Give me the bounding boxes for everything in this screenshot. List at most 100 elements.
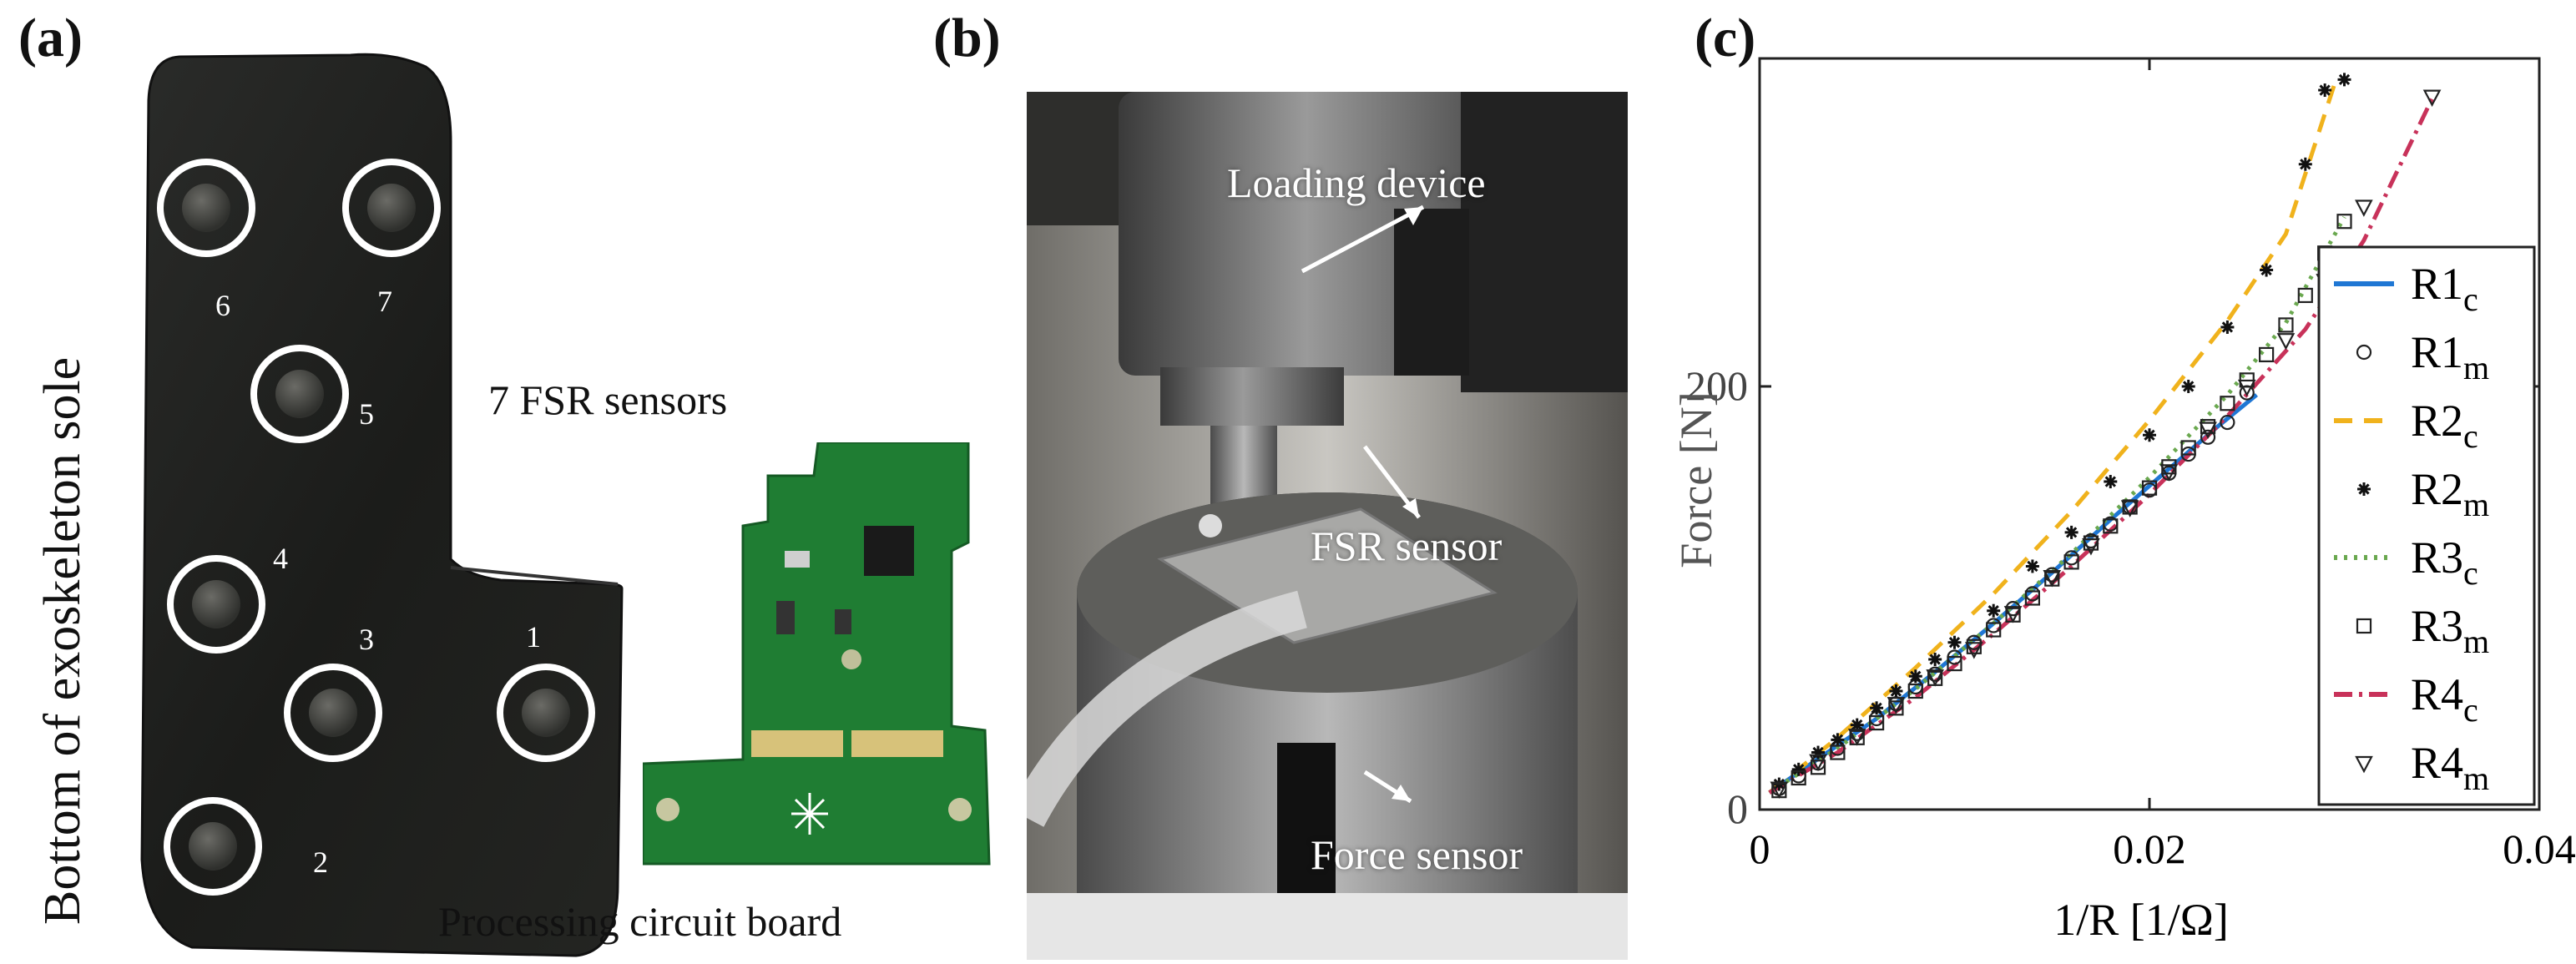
loading-device-annotation: Loading device xyxy=(1227,159,1486,206)
fsr-sensor-2 xyxy=(164,797,262,896)
fsr-sensor-7 xyxy=(342,159,441,257)
point-R3m-9 xyxy=(1947,655,1962,672)
point-R3m-26 xyxy=(2278,317,2294,333)
panel-b-label: (b) xyxy=(933,8,1001,68)
point-R4m-8 xyxy=(2082,538,2100,556)
legend-label-R4m: R4m xyxy=(2411,738,2489,797)
fsr-sensor-5 xyxy=(250,345,349,443)
series-line-R3c xyxy=(1768,215,2346,795)
fsr-sensor-1 xyxy=(497,664,595,762)
point-R1m-23 xyxy=(2220,414,2235,431)
point-R3m-27 xyxy=(2297,287,2313,304)
point-R4m-1 xyxy=(1809,754,1827,772)
sensor-number-3: 3 xyxy=(359,623,374,656)
point-R2m-6 xyxy=(1889,684,1903,699)
sensor-number-1: 1 xyxy=(526,620,541,654)
chart-legend xyxy=(2317,245,2536,806)
legend-label-R2c: R2c xyxy=(2411,396,2478,455)
point-R2m-11 xyxy=(2025,559,2039,573)
force-sensor-annotation: Force sensor xyxy=(1311,831,1523,878)
point-R2m-12 xyxy=(2064,525,2078,539)
point-R1m-22 xyxy=(2200,429,2216,445)
legend-marker-R3m xyxy=(2356,618,2372,634)
point-R4m-0 xyxy=(1770,781,1789,799)
point-R4m-5 xyxy=(1965,642,1983,659)
circuit-board-image xyxy=(643,442,991,866)
series-line-R2c xyxy=(1768,83,2337,795)
point-R3m-15 xyxy=(2063,554,2079,570)
y-axis-label: Force [N] xyxy=(1671,391,1721,568)
fsr-sensor-6 xyxy=(157,159,255,257)
point-R3m-6 xyxy=(1888,700,1904,716)
point-R3m-23 xyxy=(2220,396,2235,411)
point-R3m-10 xyxy=(1966,638,1982,654)
point-R2m-14 xyxy=(2143,428,2156,442)
legend-label-R2m: R2m xyxy=(2411,464,2489,523)
point-R3m-17 xyxy=(2103,518,2119,534)
fsr-sensors-caption: 7 FSR sensors xyxy=(488,376,728,423)
point-R4m-7 xyxy=(2043,570,2062,588)
x-tick-label-0: 0 xyxy=(1750,825,1770,872)
sensor-number-6: 6 xyxy=(215,289,230,322)
point-R3m-29 xyxy=(2336,214,2352,230)
legend-label-R1c: R1c xyxy=(2411,259,2478,318)
point-R2m-2 xyxy=(1811,745,1826,760)
point-R4m-2 xyxy=(1847,729,1866,746)
point-R3m-22 xyxy=(2200,419,2216,435)
point-R2m-17 xyxy=(2260,263,2274,277)
point-R3m-13 xyxy=(2024,590,2040,606)
legend-marker-R4m xyxy=(2355,755,2373,774)
point-R3m-25 xyxy=(2258,346,2275,363)
legend-marker-R2m xyxy=(2357,482,2371,496)
point-R4m-13 xyxy=(2276,333,2296,351)
point-R3m-11 xyxy=(1986,622,2002,638)
legend-marker-R1m xyxy=(2356,344,2372,361)
legend-label-R1m: R1m xyxy=(2411,327,2489,386)
test-rig-image xyxy=(1027,92,1628,960)
sole-side-label: Bottom of exoskeleton sole xyxy=(34,356,91,925)
point-R2m-1 xyxy=(1791,762,1806,776)
point-R2m-16 xyxy=(2220,320,2235,334)
point-R4m-12 xyxy=(2237,379,2256,397)
point-R3m-7 xyxy=(1907,683,1923,699)
point-R2m-9 xyxy=(1947,635,1962,649)
x-tick-label-2: 0.04 xyxy=(2503,825,2576,872)
point-R3m-3 xyxy=(1830,744,1846,760)
point-R4m-10 xyxy=(2159,464,2179,482)
point-R3m-19 xyxy=(2141,480,2158,496)
sensor-number-7: 7 xyxy=(377,285,392,318)
point-R2m-19 xyxy=(2318,83,2332,98)
fsr-sensor-4 xyxy=(167,555,265,654)
point-R2m-5 xyxy=(1870,701,1884,715)
point-R4m-6 xyxy=(2003,606,2023,623)
panel-c-label: (c) xyxy=(1695,8,1756,68)
point-R4m-9 xyxy=(2120,500,2139,517)
point-R4m-3 xyxy=(1887,697,1906,714)
fsr-sensor-annotation: FSR sensor xyxy=(1311,522,1503,569)
fsr-sensor-3 xyxy=(284,664,382,762)
point-R2m-7 xyxy=(1908,669,1922,684)
y-tick-label-0: 0 xyxy=(1727,785,1748,832)
x-tick-label-1: 0.02 xyxy=(2113,825,2186,872)
point-R2m-8 xyxy=(1928,653,1942,666)
point-R2m-20 xyxy=(2337,73,2351,87)
panel-a-label: (a) xyxy=(18,8,83,68)
point-R4m-4 xyxy=(1926,669,1944,687)
point-R3m-21 xyxy=(2180,440,2196,456)
point-R2m-15 xyxy=(2181,379,2195,393)
point-R3m-1 xyxy=(1791,770,1806,786)
legend-label-R4c: R4c xyxy=(2411,669,2478,729)
legend-label-R3m: R3m xyxy=(2411,601,2489,660)
y-tick-label-1: 200 xyxy=(1685,362,1748,409)
circuit-board-caption: Processing circuit board xyxy=(438,898,842,945)
sensor-number-2: 2 xyxy=(313,845,328,879)
point-R2m-3 xyxy=(1831,733,1845,747)
point-R3m-2 xyxy=(1810,760,1826,775)
point-R4m-16 xyxy=(2422,89,2442,107)
series-line-R1c xyxy=(1768,393,2258,795)
point-R4m-11 xyxy=(2199,421,2217,440)
sensor-number-4: 4 xyxy=(273,542,288,575)
point-R2m-18 xyxy=(2298,157,2312,171)
sensor-number-5: 5 xyxy=(359,397,374,431)
